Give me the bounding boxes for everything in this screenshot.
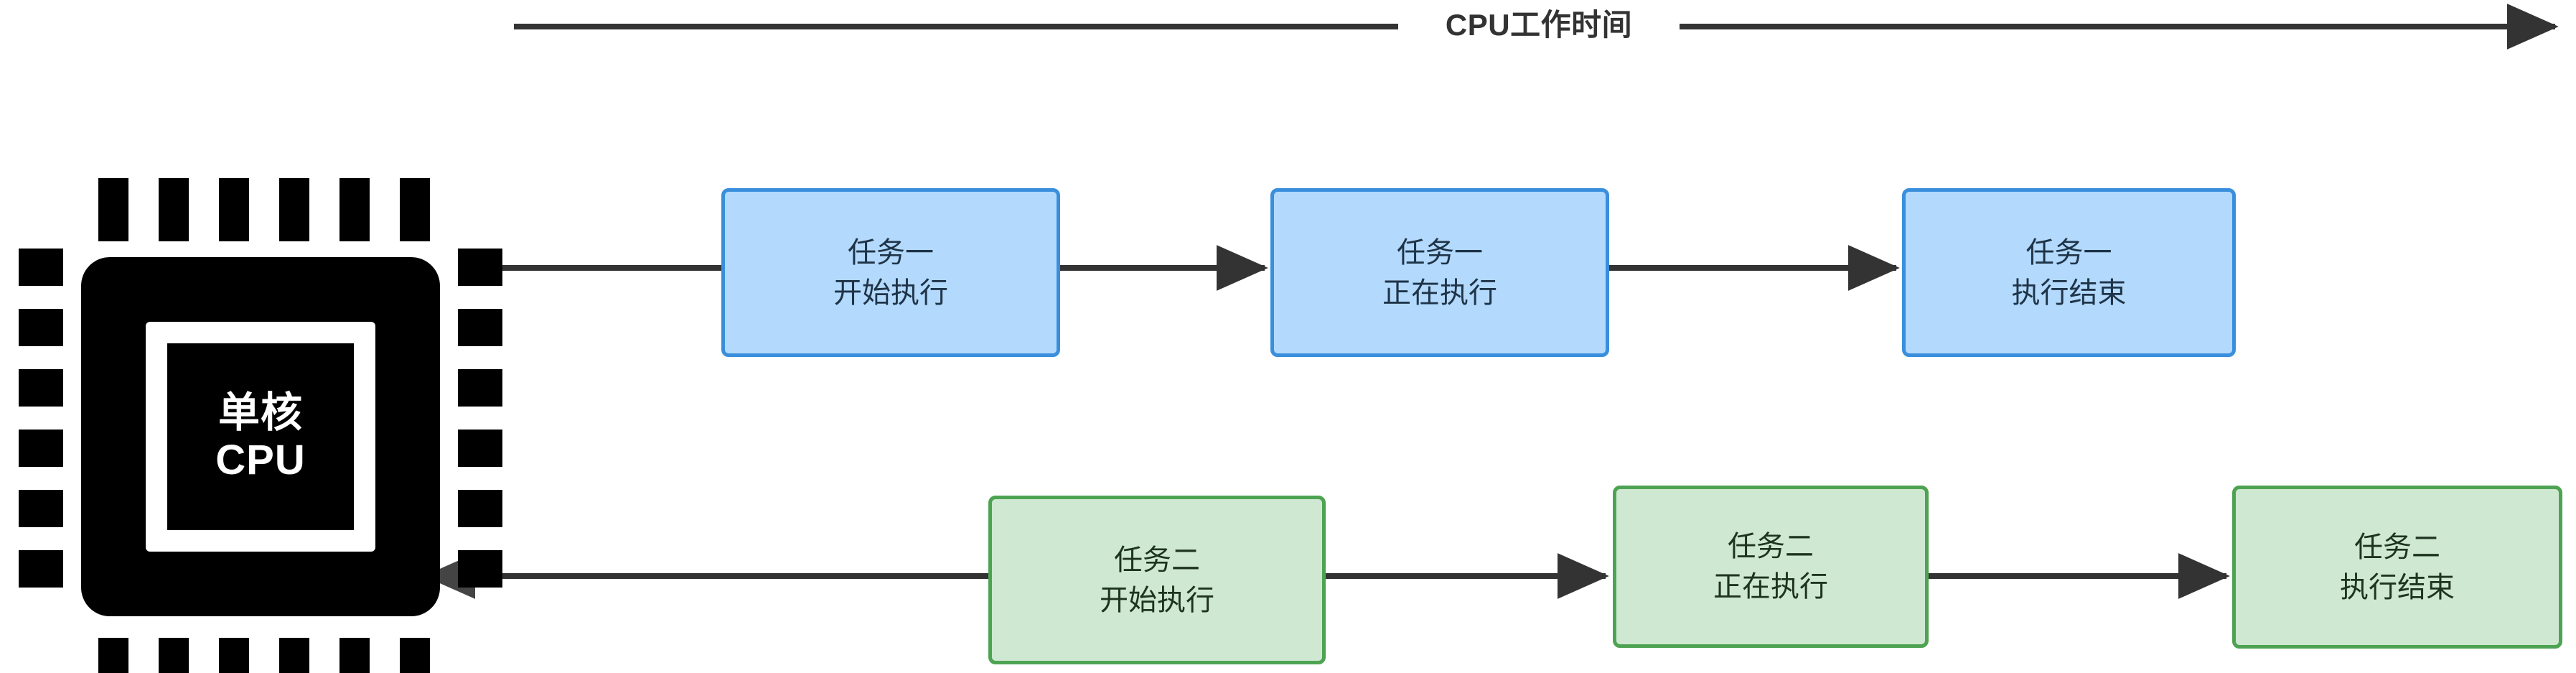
task-box-task2-running[interactable]: 任务二 正在执行: [1613, 486, 1929, 648]
chip-pin-bottom-1: [98, 638, 128, 673]
chip-pin-bottom-5: [339, 638, 370, 673]
task-box-line2: 开始执行: [833, 277, 948, 309]
task-box-task2-start[interactable]: 任务二 开始执行: [988, 496, 1326, 664]
task-box-line2: 正在执行: [1382, 277, 1497, 309]
chip-pin-left-6: [19, 550, 63, 588]
chip-pin-right-1: [458, 249, 502, 286]
task-box-task2-end[interactable]: 任务二 执行结束: [2232, 486, 2562, 649]
chip-pin-bottom-2: [159, 638, 189, 673]
task-box-line2: 正在执行: [1713, 571, 1828, 603]
chip-pin-left-1: [19, 249, 63, 286]
task-box-line1: 任务一: [2025, 236, 2112, 269]
task-box-task1-running[interactable]: 任务一 正在执行: [1270, 188, 1609, 357]
task-box-task1-end[interactable]: 任务一 执行结束: [1902, 188, 2236, 357]
chip-pin-top-3: [219, 178, 249, 241]
chip-pin-top-5: [339, 178, 370, 241]
task-box-line1: 任务二: [1728, 531, 1814, 562]
timeline-label: CPU工作时间: [1398, 3, 1680, 47]
chip-pin-right-3: [458, 369, 502, 407]
chip-pin-left-4: [19, 430, 63, 467]
chip-pin-left-3: [19, 369, 63, 407]
chip-pin-left-5: [19, 490, 63, 527]
chip-pin-right-2: [458, 309, 502, 346]
task-box-line1: 任务二: [1114, 544, 1200, 576]
chip-pin-right-4: [458, 430, 502, 467]
task-box-line1: 任务一: [1397, 236, 1483, 269]
single-core-cpu-chip-icon: 单核 CPU: [16, 172, 511, 673]
chip-core-label-line1: 单核: [217, 389, 303, 436]
chip-pin-top-1: [98, 178, 128, 241]
chip-pin-top-4: [279, 178, 309, 241]
chip-pin-right-6: [458, 550, 502, 588]
chip-pin-bottom-3: [219, 638, 249, 673]
chip-pin-bottom-4: [279, 638, 309, 673]
task-box-line1: 任务二: [2354, 531, 2440, 563]
chip-core: 单核 CPU: [167, 343, 354, 530]
task-box-line2: 执行结束: [2340, 571, 2455, 603]
chip-pin-top-6: [400, 178, 430, 241]
chip-pin-top-2: [159, 178, 189, 241]
chip-core-label-line2: CPU: [215, 437, 306, 483]
chip-pin-right-5: [458, 490, 502, 527]
task-box-line1: 任务一: [848, 236, 934, 269]
chip-pin-bottom-6: [400, 638, 430, 673]
task-box-line2: 执行结束: [2011, 277, 2127, 309]
chip-pin-left-2: [19, 309, 63, 346]
task-box-line2: 开始执行: [1100, 584, 1214, 616]
task-box-task1-start[interactable]: 任务一 开始执行: [721, 188, 1060, 357]
